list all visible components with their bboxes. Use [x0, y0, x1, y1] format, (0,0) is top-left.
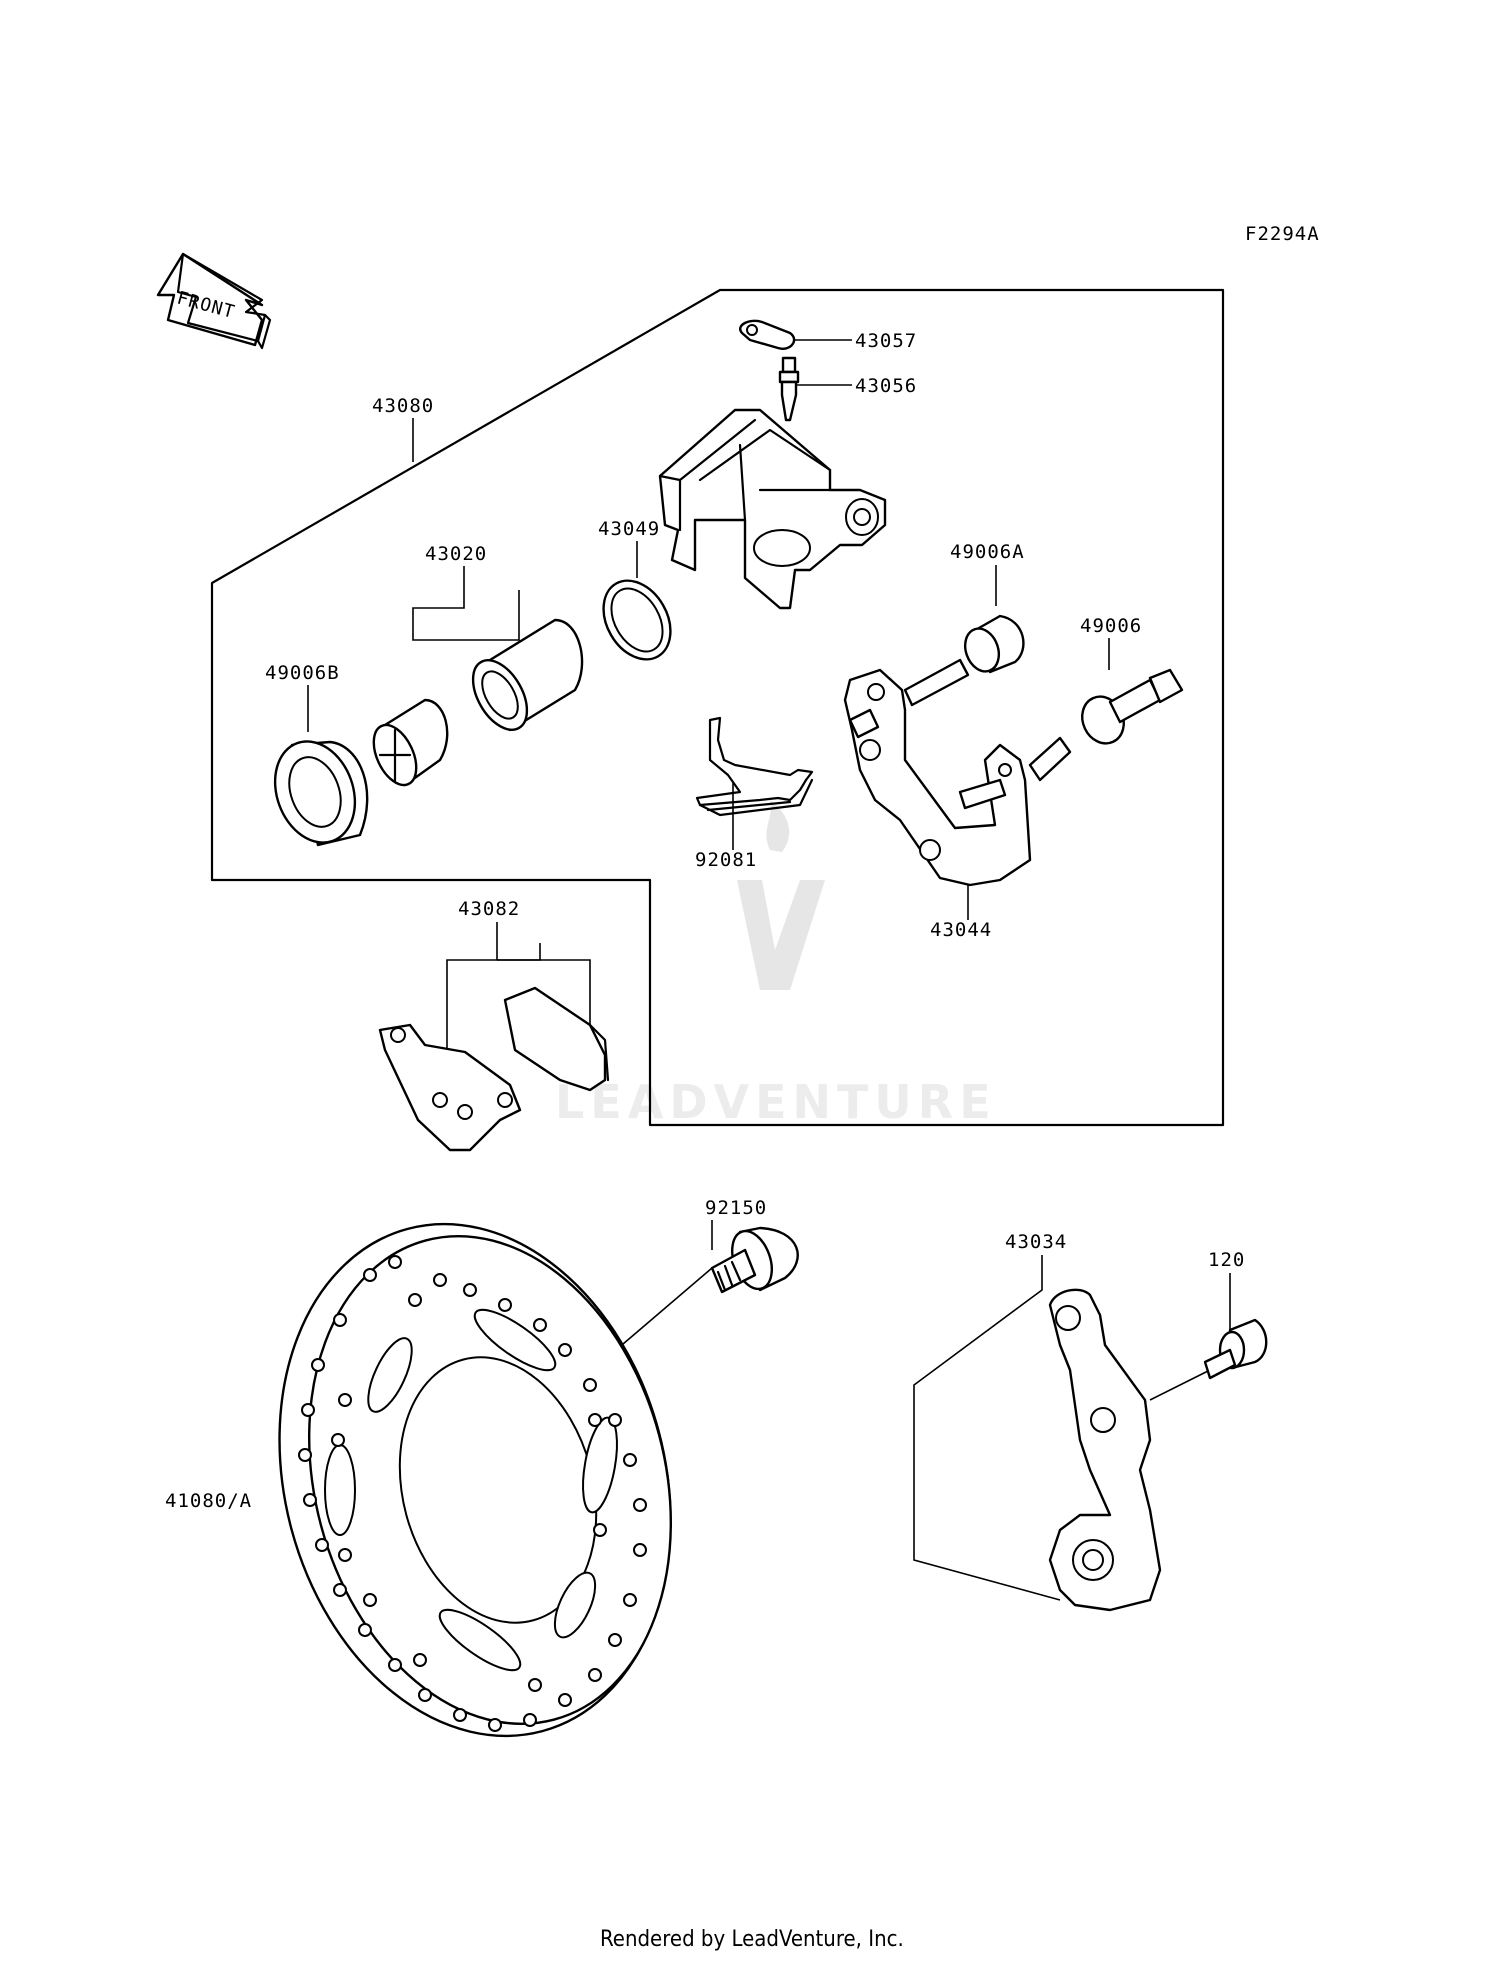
label-43080: 43080: [372, 395, 434, 417]
part-43044-bracket: [843, 658, 1072, 887]
part-43082-brake-pads: [378, 986, 610, 1152]
label-43034: 43034: [1005, 1231, 1067, 1253]
part-49006A-boot: [963, 614, 1025, 674]
part-43057-bleeder-cap: [739, 319, 796, 350]
part-caliper-body: [658, 408, 887, 610]
part-120-bolt: [1203, 1318, 1268, 1380]
label-49006: 49006: [1080, 615, 1142, 637]
leader-lines: [285, 339, 1231, 1601]
part-labels: 43057 43056 43080 43049 43020 49006A 490…: [165, 330, 1245, 1512]
part-43049-seal: [602, 579, 672, 661]
label-49006B: 49006B: [265, 662, 340, 684]
label-92081: 92081: [695, 849, 757, 871]
part-49006B-dust-seal: [273, 740, 369, 847]
part-43020-piston-insulator: [372, 698, 449, 787]
front-arrow-icon: FRONT: [156, 252, 272, 350]
part-43034-holder: [1048, 1288, 1162, 1612]
part-41080A-brake-disc: [278, 1222, 673, 1738]
label-49006A: 49006A: [950, 541, 1025, 563]
watermark-text: LEADVENTURE: [555, 1075, 997, 1129]
part-43056-bleeder-valve: [778, 356, 800, 422]
label-43049: 43049: [598, 518, 660, 540]
label-43057: 43057: [855, 330, 917, 352]
part-49006-sleeve: [1081, 668, 1184, 745]
part-43020-piston: [471, 618, 584, 732]
label-120: 120: [1208, 1249, 1245, 1271]
label-43056: 43056: [855, 375, 917, 397]
assembly-boundary-43080: [210, 288, 1225, 1127]
part-92150-disc-bolt: [710, 1226, 799, 1294]
label-43020: 43020: [425, 543, 487, 565]
label-92150: 92150: [705, 1197, 767, 1219]
label-41080A: 41080/A: [165, 1490, 252, 1512]
label-43044: 43044: [930, 919, 992, 941]
part-92081-pad-spring: [695, 716, 814, 817]
figure-code: F2294A: [1245, 223, 1320, 245]
label-43082: 43082: [458, 898, 520, 920]
disc-holes: [298, 1255, 647, 1732]
watermark: LEADVENTURE: [555, 800, 997, 1129]
footer-credit: Rendered by LeadVenture, Inc.: [600, 1927, 904, 1952]
